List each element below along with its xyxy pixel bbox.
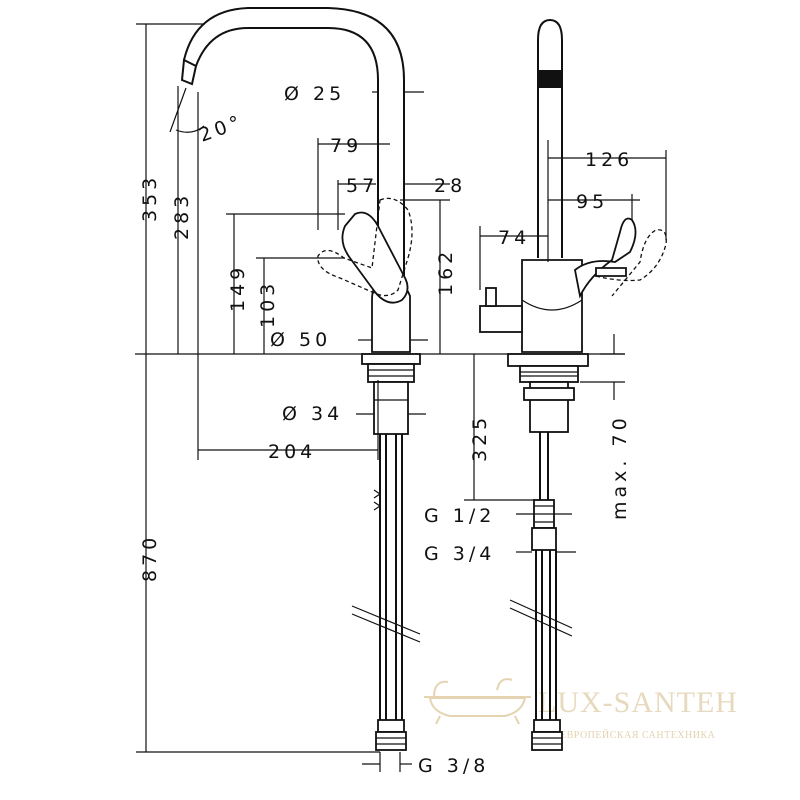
dimension-labels: 353 283 20° Ø 25 79 57 28 149 103 162 Ø … bbox=[139, 83, 633, 777]
dim-353: 353 bbox=[139, 174, 161, 222]
dim-103: 103 bbox=[257, 280, 279, 328]
dim-max-70: max. 70 bbox=[609, 414, 631, 520]
dim-diameter-50: Ø 50 bbox=[270, 329, 331, 351]
dim-95: 95 bbox=[576, 191, 608, 213]
watermark-tagline: ЕВРОПЕЙСКАЯ САНТЕХНИКА bbox=[560, 729, 716, 741]
front-view bbox=[135, 7, 470, 751]
dim-126: 126 bbox=[585, 149, 633, 171]
dim-g-three-quarter: G 3/4 bbox=[424, 543, 495, 565]
dim-20-degree: 20° bbox=[196, 110, 246, 146]
dim-149: 149 bbox=[227, 264, 249, 312]
dim-57: 57 bbox=[346, 175, 378, 197]
dim-diameter-25: Ø 25 bbox=[284, 83, 345, 105]
dim-28: 28 bbox=[434, 175, 466, 197]
dim-g-half: G 1/2 bbox=[424, 505, 495, 527]
dim-325: 325 bbox=[469, 414, 491, 462]
bathtub-icon bbox=[424, 678, 531, 725]
dim-162: 162 bbox=[435, 248, 457, 296]
dim-283: 283 bbox=[171, 192, 193, 240]
side-view bbox=[470, 18, 667, 751]
dim-204: 204 bbox=[268, 441, 316, 463]
dimension-lines bbox=[136, 23, 667, 772]
watermark-brand: LUX-SANTEH bbox=[538, 686, 738, 719]
dim-870: 870 bbox=[139, 534, 161, 582]
dim-g-three-eighth: G 3/8 bbox=[418, 755, 489, 777]
dim-79: 79 bbox=[330, 135, 362, 157]
dim-diameter-34: Ø 34 bbox=[282, 403, 343, 425]
dim-74: 74 bbox=[498, 227, 530, 249]
watermark: LUX-SANTEH ЕВРОПЕЙСКАЯ САНТЕХНИКА bbox=[424, 678, 738, 741]
